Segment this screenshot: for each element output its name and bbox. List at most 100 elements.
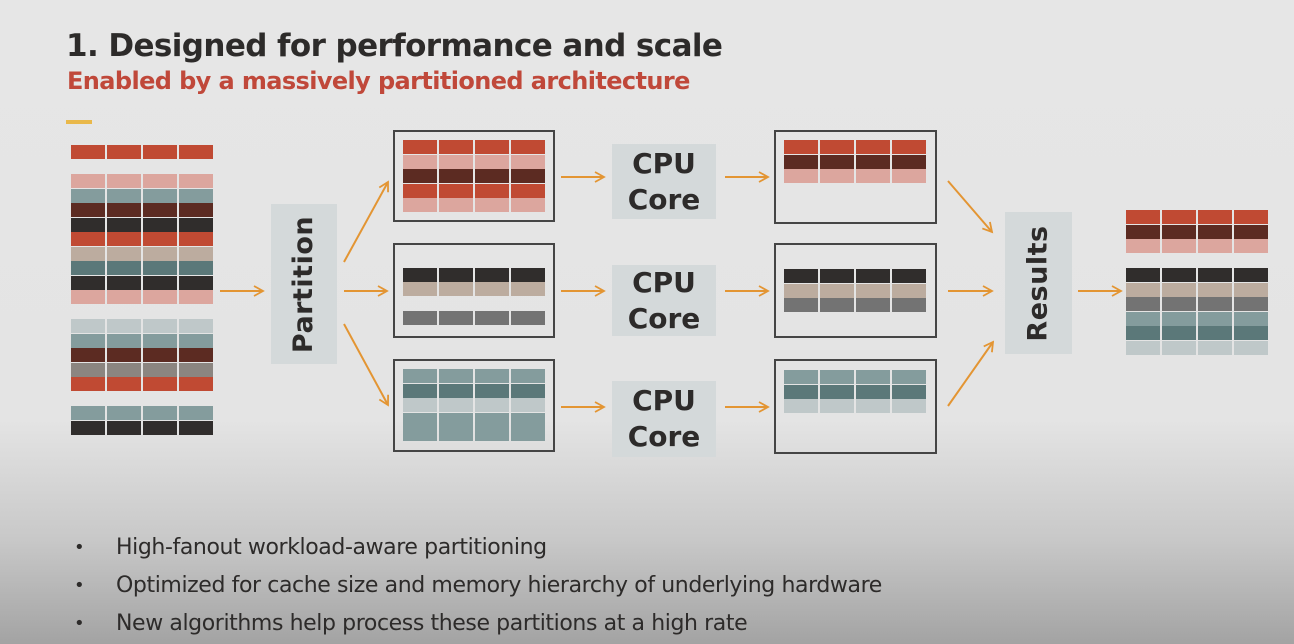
table-row: [71, 406, 213, 420]
table-cell: [143, 217, 177, 232]
table-cell: [475, 198, 509, 212]
arrow-out-1-to-results: [947, 180, 994, 234]
table-cell: [143, 232, 177, 246]
slide-title: 1. Designed for performance and scale: [66, 28, 723, 64]
table-cell: [1162, 224, 1196, 239]
table-cell: [820, 169, 854, 183]
output-frame-2: [774, 243, 937, 338]
table-cell: [143, 362, 177, 377]
table-row: [1126, 224, 1268, 239]
table-row: [784, 384, 926, 399]
arrow-partition-to-part-3: [343, 323, 389, 407]
table-cell: [107, 174, 141, 188]
table-cell: [143, 348, 177, 362]
table-row: [784, 370, 926, 384]
table-cell: [820, 298, 854, 312]
table-cell: [143, 377, 177, 391]
table-row: [1126, 340, 1268, 355]
table-cell: [784, 169, 818, 183]
table-cell: [107, 362, 141, 377]
table-row: [71, 174, 213, 188]
table-cell: [856, 384, 890, 399]
table-cell: [143, 406, 177, 420]
table-cell: [179, 290, 213, 304]
table-cell: [1126, 311, 1160, 326]
partition-frame-1: [393, 130, 555, 222]
table-cell: [1198, 239, 1232, 253]
bullet-glyph: •: [74, 574, 85, 596]
table-cell: [475, 183, 509, 198]
table-cell: [511, 154, 545, 169]
table-row: [403, 198, 545, 212]
table-cell: [820, 370, 854, 384]
table-cell: [892, 283, 926, 298]
table-cell: [403, 369, 437, 383]
table-row: [71, 319, 213, 333]
table-cell: [1162, 311, 1196, 326]
table-row: [71, 246, 213, 261]
table-cell: [179, 420, 213, 435]
table-cell: [403, 398, 437, 412]
table-cell: [820, 283, 854, 298]
table-cell: [179, 246, 213, 261]
table-cell: [475, 267, 509, 282]
bullet-text: Optimized for cache size and memory hier…: [116, 572, 882, 598]
table-cell: [179, 174, 213, 188]
table-cell: [1234, 210, 1268, 224]
table-row: [403, 282, 545, 296]
table-cell: [107, 275, 141, 290]
table-cell: [71, 203, 105, 217]
table-cell: [403, 183, 437, 198]
table-row: [71, 232, 213, 246]
table-cell: [439, 183, 473, 198]
table-cell: [403, 427, 437, 441]
table-cell: [892, 298, 926, 312]
table-cell: [1198, 311, 1232, 326]
table-cell: [892, 399, 926, 413]
table-cell: [403, 154, 437, 169]
table-cell: [892, 269, 926, 283]
table-cell: [71, 246, 105, 261]
table-cell: [475, 427, 509, 441]
table-cell: [179, 377, 213, 391]
table-cell: [1234, 326, 1268, 340]
output-frame-3: [774, 359, 937, 454]
table-row: [71, 203, 213, 217]
table-cell: [511, 140, 545, 154]
results-label: Results: [1023, 224, 1055, 342]
table-cell: [71, 232, 105, 246]
table-cell: [179, 333, 213, 348]
table-cell: [143, 420, 177, 435]
table-cell: [511, 412, 545, 427]
table-cell: [892, 370, 926, 384]
table-cell: [820, 154, 854, 169]
table-cell: [784, 283, 818, 298]
table-row: [71, 275, 213, 290]
table-cell: [784, 154, 818, 169]
table-row: [71, 348, 213, 362]
table-cell: [1198, 210, 1232, 224]
table-cell: [107, 232, 141, 246]
bullet-text: New algorithms help process these partit…: [116, 610, 748, 636]
table-cell: [71, 174, 105, 188]
table-cell: [1162, 326, 1196, 340]
table-cell: [892, 169, 926, 183]
table-row: [71, 261, 213, 275]
table-cell: [784, 399, 818, 413]
table-cell: [403, 169, 437, 183]
table-cell: [475, 412, 509, 427]
table-cell: [856, 370, 890, 384]
cpu-label-line2: Core: [627, 301, 701, 335]
table-cell: [856, 154, 890, 169]
table-cell: [439, 383, 473, 398]
table-cell: [107, 246, 141, 261]
table-cell: [1126, 282, 1160, 297]
table-cell: [511, 267, 545, 282]
table-cell: [820, 399, 854, 413]
table-cell: [107, 406, 141, 420]
table-cell: [856, 269, 890, 283]
table-cell: [475, 369, 509, 383]
bullet-item: •High-fanout workload-aware partitioning: [72, 528, 882, 566]
